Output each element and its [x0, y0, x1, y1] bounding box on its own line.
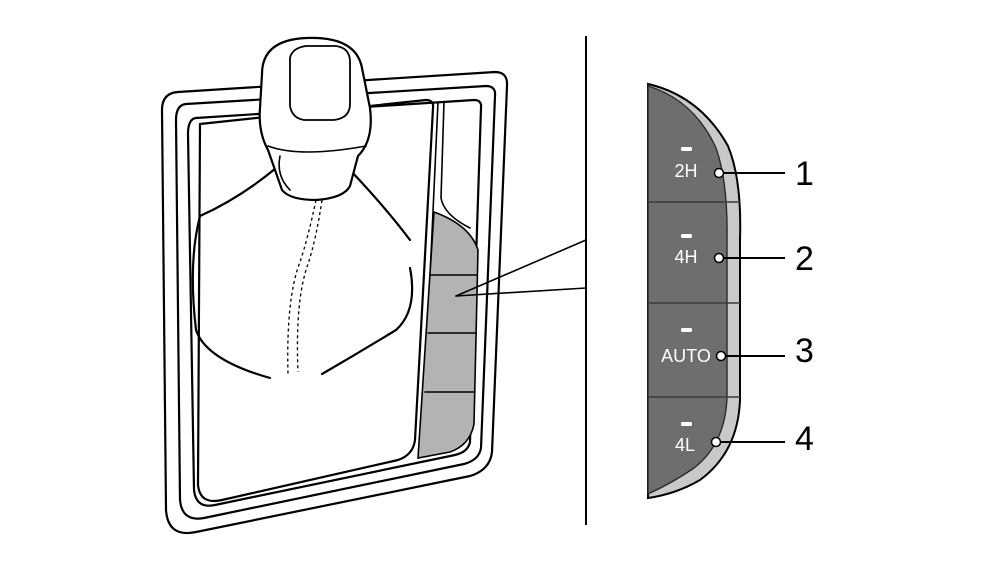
button-label: 2H: [674, 161, 697, 181]
callout-pointer: [455, 239, 587, 297]
drive-mode-panel: [647, 82, 742, 500]
button-4h[interactable]: 4H 2: [674, 234, 814, 278]
callout-number: 4: [795, 420, 814, 458]
button-label: AUTO: [661, 346, 711, 366]
button-label: 4L: [675, 435, 695, 455]
gear-knob: [258, 36, 372, 202]
button-4l[interactable]: 4L 4: [675, 420, 814, 458]
button-label: 4H: [674, 247, 697, 267]
callout-number: 2: [795, 240, 814, 278]
callout-dot: [713, 167, 725, 179]
callout-number: 1: [795, 155, 814, 193]
callout-dot: [713, 252, 725, 264]
console-switch-block: [417, 210, 479, 459]
gear-boot: [191, 166, 414, 380]
indicator-light: [681, 234, 692, 238]
callout-number: 3: [795, 332, 814, 370]
callout-dot: [710, 436, 722, 448]
callout-dot: [715, 350, 727, 362]
indicator-light: [681, 328, 692, 332]
indicator-light: [681, 422, 692, 426]
button-auto[interactable]: AUTO 3: [661, 328, 814, 370]
button-2h[interactable]: 2H 1: [674, 147, 814, 193]
indicator-light: [681, 147, 692, 151]
